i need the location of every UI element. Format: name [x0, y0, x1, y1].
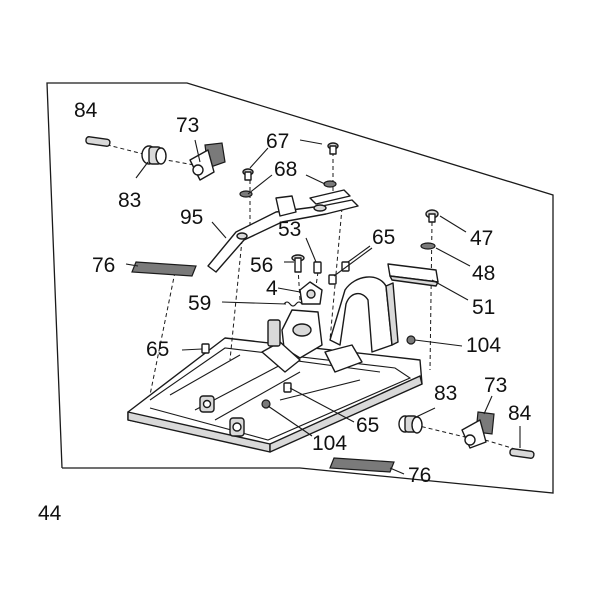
- part-83-bushing-top: [141, 145, 167, 165]
- callout-76-bottom: 76: [408, 464, 431, 487]
- callout-83-bottom: 83: [434, 382, 457, 405]
- leader-lines: [125, 139, 521, 475]
- part-68-washers: [239, 180, 337, 198]
- part-84-pin-bottom: [509, 448, 535, 459]
- part-47-screw: [425, 209, 439, 223]
- part-95-bracket: [207, 189, 359, 273]
- part-48-washer: [420, 242, 436, 250]
- callout-65-bottom: 65: [356, 414, 379, 437]
- part-56-bolt: [291, 254, 305, 273]
- part-53-screw: [313, 261, 322, 274]
- callout-104-right: 104: [466, 334, 501, 357]
- part-76-pad-bottom: [329, 457, 395, 473]
- callout-84-top: 84: [74, 99, 98, 122]
- part-4-knob: [299, 281, 323, 305]
- callout-65-top: 65: [372, 226, 395, 249]
- callout-68: 68: [274, 158, 297, 181]
- callout-73-top: 73: [176, 114, 199, 137]
- part-65-setscrews: [201, 261, 350, 393]
- part-73-lever-top: [189, 142, 226, 181]
- callout-59: 59: [188, 292, 211, 315]
- callout-48: 48: [472, 262, 495, 285]
- part-51-clamp: [387, 263, 439, 287]
- callout-76-top: 76: [92, 254, 115, 277]
- callout-47: 47: [470, 227, 493, 250]
- part-67-screws: [242, 142, 339, 181]
- callout-73-bottom: 73: [484, 374, 507, 397]
- callout-56: 56: [250, 254, 273, 277]
- callout-95: 95: [180, 206, 203, 229]
- part-73-lever-bottom: [461, 411, 495, 449]
- part-76-pad-top: [131, 261, 197, 277]
- part-84-pin-top: [85, 136, 111, 147]
- callout-83-top: 83: [118, 189, 141, 212]
- callout-51: 51: [472, 296, 495, 319]
- callout-67: 67: [266, 130, 289, 153]
- callout-53: 53: [278, 218, 301, 241]
- assembly-frame: [46, 82, 554, 494]
- part-104-nuts: [261, 335, 416, 409]
- callout-44: 44: [38, 502, 62, 525]
- callout-84-bottom: 84: [508, 402, 532, 425]
- callout-104-bottom: 104: [312, 432, 347, 455]
- part-59-spring: [283, 301, 303, 307]
- part-83-bushing-bottom: [398, 415, 423, 434]
- callout-65-left: 65: [146, 338, 169, 361]
- callout-4: 4: [266, 277, 278, 300]
